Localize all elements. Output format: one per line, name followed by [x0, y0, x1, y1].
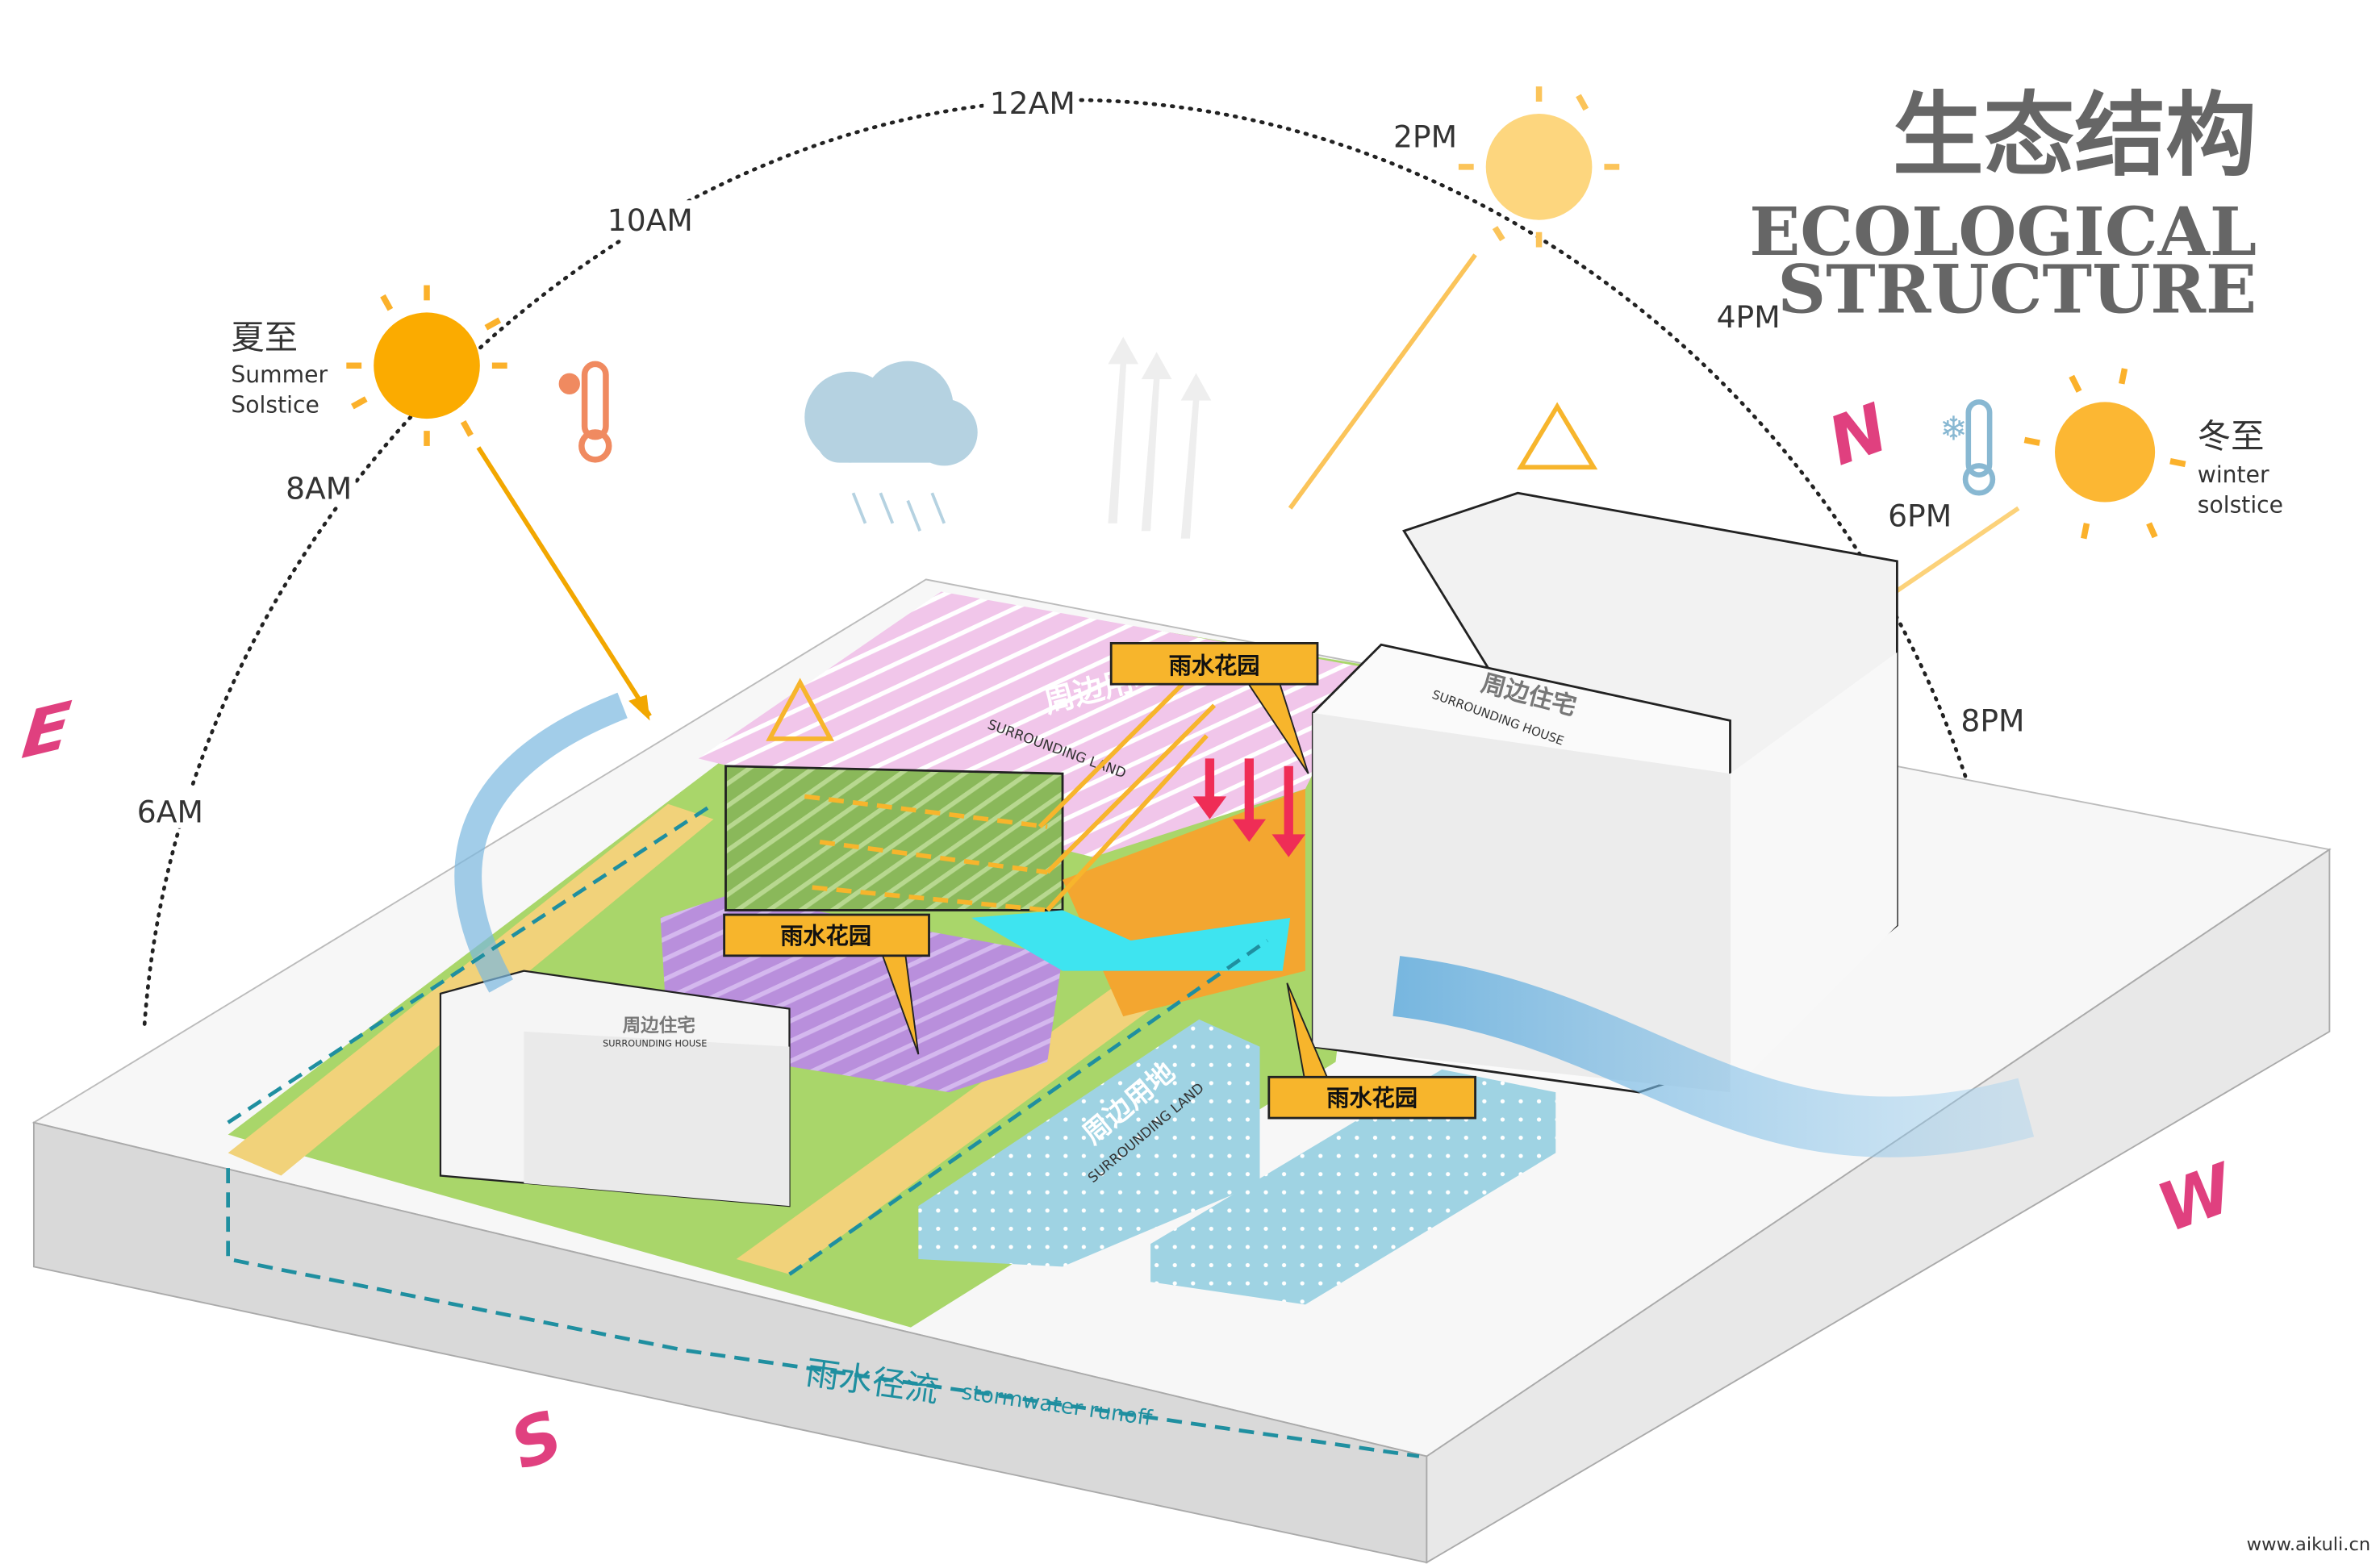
- wind-arrow-right: [1393, 956, 2035, 1157]
- title-en-line1: ECOLOGICAL: [1749, 192, 2257, 271]
- time-label: 6AM: [137, 794, 203, 829]
- direction-south: S: [500, 1395, 572, 1486]
- rain-cloud-icon: [804, 361, 978, 532]
- rain-garden-water: [971, 910, 1291, 971]
- surrounding-house-left-label-cn: 周边住宅: [623, 1015, 695, 1036]
- direction-north: N: [1818, 388, 1898, 481]
- rain-down-arrows: [1192, 758, 1305, 857]
- title-en-line2: STRUCTURE: [1777, 249, 2257, 328]
- watermark: www.aikuli.cn: [2247, 1534, 2371, 1555]
- rain-garden-callout-3: 雨水花园: [1267, 982, 1476, 1120]
- time-label: 10AM: [608, 202, 693, 238]
- heat-rising-arrows-icon: [1108, 336, 1212, 539]
- summer-label-en2: Solstice: [231, 392, 319, 419]
- direction-west: W: [2148, 1148, 2246, 1248]
- rain-garden-callout-1: 雨水花园: [1109, 642, 1319, 774]
- summer-sun-icon: [346, 285, 507, 446]
- svg-text:❄: ❄: [1939, 409, 1968, 448]
- time-label: 4PM: [1717, 299, 1781, 335]
- callout-label: 雨水花园: [1169, 653, 1260, 679]
- green-building: [724, 765, 1064, 911]
- surrounding-house-left-label-en: SURROUNDING HOUSE: [603, 1039, 707, 1049]
- time-label: 8AM: [286, 471, 352, 507]
- summer-label-cn: 夏至: [231, 319, 298, 357]
- sun-path-time-labels: 6AM 8AM 10AM 12AM 2PM 4PM 6PM 8PM: [127, 83, 2031, 829]
- callout-label: 雨水花园: [780, 923, 871, 949]
- time-label: 8PM: [1960, 703, 2024, 738]
- surrounding-land-south-block-2: [1150, 1069, 1556, 1305]
- winter-label-cn: 冬至: [2198, 417, 2265, 456]
- winter-label-en2: solstice: [2198, 492, 2283, 519]
- time-label: 12AM: [990, 85, 1075, 121]
- winter-label-en1: winter: [2198, 461, 2269, 488]
- callout-label: 雨水花园: [1326, 1085, 1418, 1111]
- flow-arrows: [804, 681, 1217, 913]
- winter-sun-icon: [2023, 368, 2186, 540]
- afternoon-sun-icon: [1458, 86, 1620, 248]
- time-label: 6PM: [1888, 498, 1952, 534]
- hot-thermometer-icon: [558, 361, 612, 463]
- title-cn: 生态结构: [1893, 82, 2257, 189]
- summer-label-en1: Summer: [231, 361, 328, 388]
- time-label: 2PM: [1393, 119, 1457, 154]
- afternoon-sun-ray: [1288, 253, 1477, 510]
- surrounding-land-south-block-1: [918, 1019, 1260, 1267]
- cold-thermometer-icon: ❄: [1939, 399, 1996, 496]
- summer-sun-ray: [476, 446, 652, 718]
- road-yellow-center: [736, 925, 1245, 1274]
- direction-east: E: [19, 688, 74, 774]
- stormwater-runoff-lines: [226, 802, 1420, 1458]
- surrounding-house-building-left: [439, 970, 791, 1207]
- rain-garden-callout-2: 雨水花园: [723, 913, 930, 1055]
- wind-arrow-left: [454, 692, 628, 993]
